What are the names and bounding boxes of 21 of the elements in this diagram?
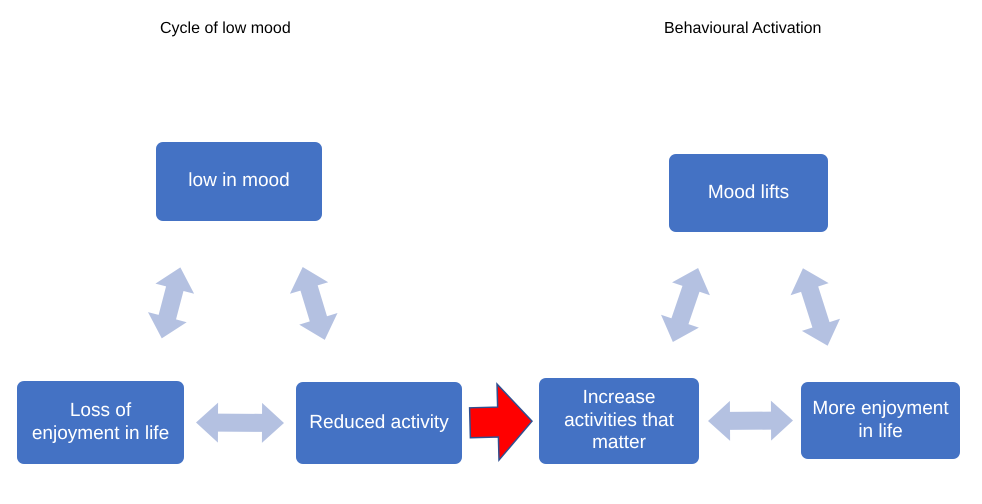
- double-arrow: [196, 402, 284, 443]
- box-label: More enjoyment in life: [811, 398, 950, 444]
- process-box: [17, 381, 184, 464]
- box-label: Mood lifts: [708, 182, 790, 204]
- box-label: low in mood: [188, 170, 290, 193]
- process-box: [296, 382, 462, 464]
- process-box: [156, 142, 322, 221]
- box-label: Increase activities that matter: [563, 386, 675, 456]
- box-label: Loss of enjoyment in life: [30, 400, 170, 446]
- double-arrow: [290, 266, 338, 340]
- block-arrow: [468, 382, 533, 462]
- process-box: [669, 154, 828, 232]
- process-box: [801, 382, 960, 459]
- double-arrow: [661, 268, 710, 342]
- box-label: Reduced activity: [309, 412, 449, 434]
- double-arrow: [148, 267, 194, 338]
- section-heading: Behavioural Activation: [664, 20, 822, 38]
- section-heading: Cycle of low mood: [160, 20, 291, 38]
- double-arrow: [708, 400, 793, 441]
- process-box: [539, 378, 699, 464]
- double-arrow: [790, 268, 840, 346]
